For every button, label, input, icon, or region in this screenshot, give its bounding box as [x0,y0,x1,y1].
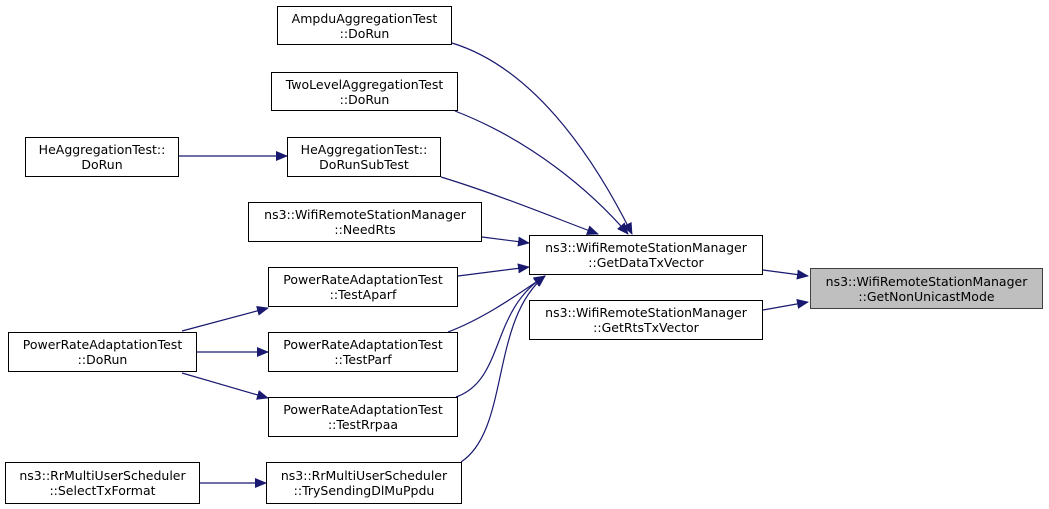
node-label-line2: ::GetDataTxVector [588,255,704,270]
edge-rrpaa-to-datatx [455,275,546,398]
node-label-line1: HeAggregationTest:: [300,142,428,157]
node-label-line1: PowerRateAdaptationTest [283,272,443,287]
node-label-line1: ns3::WifiRemoteStationManager [545,240,747,255]
node-label-line1: TwoLevelAggregationTest [285,76,444,92]
node-label-line2: ::DoRun [339,91,390,107]
node-label-line1: ns3::WifiRemoteStationManager [264,207,466,222]
node-label-line2: ::TestRrpaa [327,417,399,432]
node-getrtstxvector[interactable]: ns3::WifiRemoteStationManager ::GetRtsTx… [529,300,763,340]
edge-aparf-to-datatx [457,263,530,277]
node-he-aggregation-test-dorun[interactable]: HeAggregationTest:: DoRun [25,137,179,177]
node-label-line2: ::TrySendingDlMuPpdu [293,483,435,498]
node-label-line1: PowerRateAdaptationTest [283,337,443,352]
node-label-line2: DoRun [81,157,123,172]
node-needrts[interactable]: ns3::WifiRemoteStationManager ::NeedRts [248,202,482,242]
node-power-rate-adaptation-test-testrrpaa[interactable]: PowerRateAdaptationTest ::TestRrpaa [268,397,458,437]
node-he-aggregation-test-dorunsubtest[interactable]: HeAggregationTest:: DoRunSubTest [287,137,441,177]
node-label-line2: ::TestParf [334,352,392,367]
node-label-line1: PowerRateAdaptationTest [283,402,443,417]
node-label-line2: ::DoRun [77,352,128,367]
node-label-line2: ::TestAparf [329,287,397,302]
edge-hesub-to-datatx [440,176,599,235]
node-label-line1: PowerRateAdaptationTest [22,337,183,352]
node-rrmultiuserscheduler-selecttxformat[interactable]: ns3::RrMultiUserScheduler ::SelectTxForm… [5,462,200,504]
edge-datatx-to-nonunicast [762,269,809,280]
edge-needrts-to-datatx [481,236,530,247]
node-label-line2: ::DoRun [339,25,390,41]
edge-ampdu-to-datatx [451,42,633,235]
node-twolevel-aggregation-test-dorun[interactable]: TwoLevelAggregationTest ::DoRun [271,72,458,111]
node-label-line2: ::NeedRts [334,222,396,237]
node-getnonunicastmode-focus: ns3::WifiRemoteStationManager ::GetNonUn… [810,268,1043,309]
node-ampdu-aggregation-test-dorun[interactable]: AmpduAggregationTest ::DoRun [277,6,452,45]
edge-prarun-to-aparf [181,306,269,332]
edge-prarun-to-rrpaa [181,372,269,400]
node-label-line1: ns3::WifiRemoteStationManager [825,273,1028,289]
node-label-line1: ns3::RrMultiUserScheduler [280,468,448,483]
node-label-line1: ns3::WifiRemoteStationManager [545,305,747,320]
node-label-line2: ::GetRtsTxVector [593,320,699,335]
node-label-line1: ns3::RrMultiUserScheduler [19,468,186,483]
node-label-line2: ::GetNonUnicastMode [858,288,995,304]
node-label-line2: ::SelectTxFormat [49,483,156,498]
edge-twolevel-to-datatx [454,110,629,235]
node-power-rate-adaptation-test-dorun[interactable]: PowerRateAdaptationTest ::DoRun [8,332,197,372]
edge-rtstx-to-nonunicast [762,299,809,311]
node-label-line2: DoRunSubTest [319,157,409,172]
edge-trysend-to-datatx [460,275,546,463]
node-getdatatxvector[interactable]: ns3::WifiRemoteStationManager ::GetDataT… [529,235,763,275]
node-label-line1: AmpduAggregationTest [291,10,438,26]
node-power-rate-adaptation-test-testaparf[interactable]: PowerRateAdaptationTest ::TestAparf [268,267,458,307]
node-label-line1: HeAggregationTest:: [38,142,166,157]
node-power-rate-adaptation-test-testparf[interactable]: PowerRateAdaptationTest ::TestParf [268,332,458,372]
node-rrmultiuserscheduler-trysendingdlmuppdu[interactable]: ns3::RrMultiUserScheduler ::TrySendingDl… [266,462,462,504]
